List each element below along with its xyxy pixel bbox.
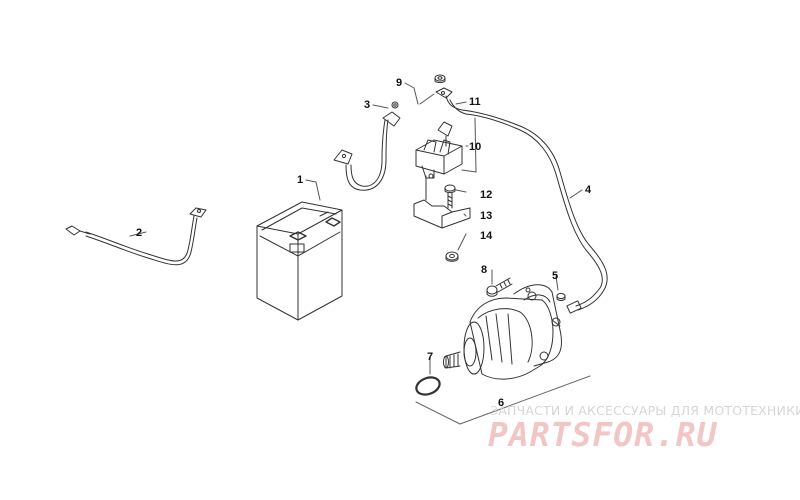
starter-cap-screw [486, 277, 513, 297]
terminal-nut-starter [556, 292, 566, 301]
starter-motor [443, 284, 562, 380]
assembly-bracket-line [415, 375, 591, 425]
callout-8: 8 [481, 264, 487, 276]
negative-battery-cable [65, 207, 207, 266]
callout-4: 4 [585, 184, 592, 196]
bracket-bolt [444, 184, 456, 209]
callout-labels: 1 2 3 4 5 6 7 8 9 10 11 12 13 14 [136, 77, 592, 409]
bracket-nut [445, 251, 459, 262]
o-ring [415, 376, 441, 396]
callout-3: 3 [364, 99, 370, 111]
callout-2: 2 [136, 227, 142, 239]
callout-12: 12 [480, 189, 492, 201]
callout-13: 13 [480, 210, 492, 222]
watermark-caption: ЗАПЧАСТИ И АКСЕССУАРЫ ДЛЯ МОТОТЕХНИКИ [490, 403, 800, 418]
leader-lines [129, 82, 583, 375]
watermark-logo: PARTSFOR.RU [488, 415, 718, 454]
starter-cable [435, 87, 608, 314]
callout-14: 14 [480, 230, 493, 242]
watermark: ЗАПЧАСТИ И АКСЕССУАРЫ ДЛЯ МОТОТЕХНИКИ PA… [488, 403, 800, 454]
callout-10: 10 [469, 141, 481, 153]
battery [256, 201, 343, 321]
callout-1: 1 [297, 174, 303, 186]
solenoid-bracket [413, 175, 471, 229]
callout-9: 9 [396, 77, 402, 89]
starter-solenoid [391, 101, 463, 179]
terminal-nut [434, 74, 446, 83]
positive-battery-cable [333, 111, 401, 191]
callout-7: 7 [427, 351, 433, 363]
callout-6: 6 [498, 397, 504, 409]
callout-11: 11 [469, 96, 481, 108]
callout-5: 5 [552, 270, 558, 282]
